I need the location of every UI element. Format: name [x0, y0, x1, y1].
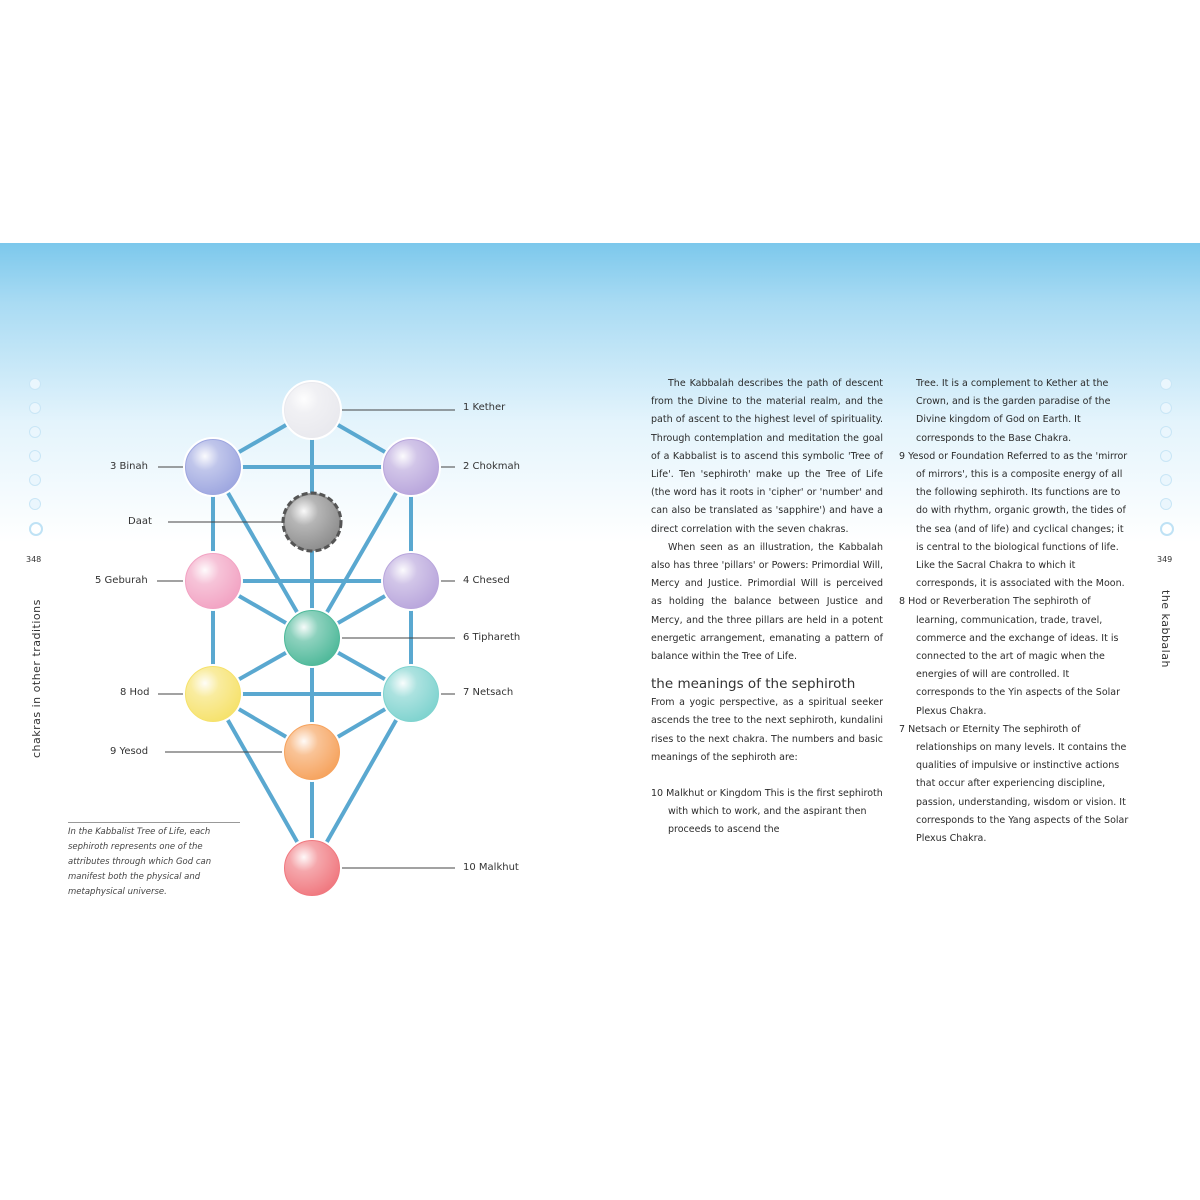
left-margin-dots [29, 378, 43, 548]
body-paragraph: Tree. It is a complement to Kether at th… [916, 378, 1111, 444]
right-page-number: 349 [1157, 555, 1173, 564]
tree-path-line [310, 465, 413, 640]
tiphareth-sphere [282, 608, 342, 668]
list-item-9: 9 Yesod or Foundation Referred to as the… [899, 450, 1128, 590]
hod-label: 8 Hod [120, 687, 150, 698]
body-paragraph: The Kabbalah describes the path of desce… [651, 378, 883, 535]
tree-path-line [310, 693, 413, 869]
list-item-7: 7 Netsach or Eternity The sephiroth of r… [899, 723, 1129, 845]
margin-dot [1160, 402, 1172, 414]
margin-dot-active [29, 522, 43, 536]
margin-dot [1160, 378, 1172, 390]
chesed-sphere [381, 551, 441, 611]
margin-dot [1160, 450, 1172, 462]
netsach-label: 7 Netsach [463, 687, 514, 698]
chesed-label: 4 Chesed [463, 575, 510, 586]
figure-caption: In the Kabbalist Tree of Life, each seph… [68, 822, 240, 900]
margin-dot [29, 426, 41, 438]
netsach-sphere [381, 664, 441, 724]
daat-sphere [281, 491, 343, 553]
margin-dot [1160, 498, 1172, 510]
right-margin-dots [1160, 378, 1174, 548]
tiphareth-label: 6 Tiphareth [463, 632, 521, 643]
yesod-label: 9 Yesod [110, 746, 149, 757]
body-paragraph: From a yogic perspective, as a spiritual… [651, 697, 883, 763]
sephiroth-spheres [183, 380, 441, 898]
margin-dot [29, 378, 41, 390]
daat-label: Daat [128, 516, 152, 527]
geburah-sphere [183, 551, 243, 611]
malkhut-label: 10 Malkhut [463, 862, 519, 873]
margin-dot [29, 450, 41, 462]
yesod-sphere [282, 722, 342, 782]
section-heading: the meanings of the sephiroth [651, 676, 856, 693]
margin-dot [1160, 426, 1172, 438]
margin-dot [29, 498, 41, 510]
body-paragraph: When seen as an illustration, the Kabbal… [651, 541, 883, 663]
text-column-2: Tree. It is a complement to Kether at th… [899, 375, 1130, 848]
tree-path-line [211, 693, 314, 869]
list-item-8: 8 Hod or Reverberation The sephiroth of … [899, 596, 1120, 717]
text-column-1: The Kabbalah describes the path of desce… [651, 375, 883, 840]
geburah-label: 5 Geburah [95, 575, 148, 586]
margin-dot [1160, 474, 1172, 486]
kether-label: 1 Kether [463, 402, 506, 413]
left-page-number: 348 [26, 555, 42, 564]
chokmah-label: 2 Chokmah [463, 461, 520, 472]
binah-label: 3 Binah [110, 461, 148, 472]
binah-sphere [183, 437, 243, 497]
margin-dot [29, 402, 41, 414]
chokmah-sphere [381, 437, 441, 497]
hod-sphere [183, 664, 243, 724]
tree-path-line [211, 465, 314, 640]
kether-sphere [282, 380, 342, 440]
malkhut-sphere [282, 838, 342, 898]
list-item-10: 10 Malkhut or Kingdom This is the first … [651, 788, 883, 836]
margin-dot-active [1160, 522, 1174, 536]
margin-dot [29, 474, 41, 486]
